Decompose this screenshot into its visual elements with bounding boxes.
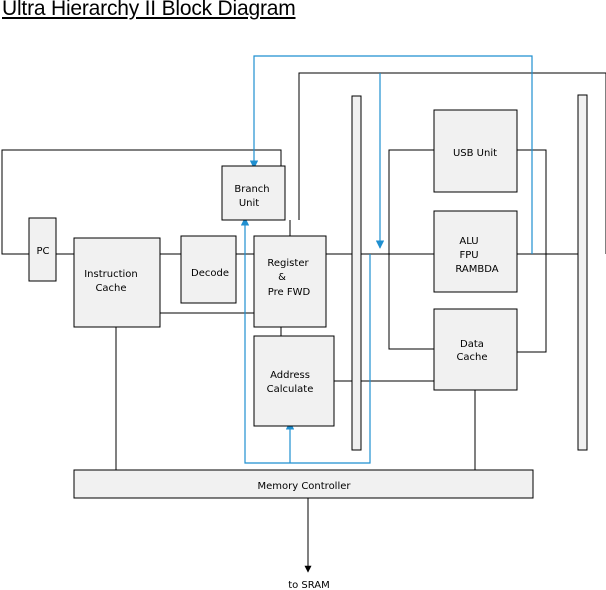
pc-block: PC [28,217,57,282]
usb-unit-block: USB Unit [433,109,518,193]
memory-controller-label: Memory Controller [257,481,351,492]
data-wires [1,72,606,573]
address-calculate-label-2: Calculate [267,384,314,395]
left-bus-bar [351,95,362,451]
alu-label: ALU [459,236,478,247]
decode-label: Decode [191,268,229,279]
data-cache-label-1: Data [460,339,484,350]
instruction-cache-block: Instruction Cache [73,237,161,328]
rambda-label: RAMBDA [455,264,498,275]
instruction-cache-label-2: Cache [95,283,126,294]
instruction-cache-label-1: Instruction [84,269,138,280]
branch-unit-block: Branch Unit [221,165,286,221]
address-calculate-label-1: Address [270,370,310,381]
memory-controller-block: Memory Controller [73,469,534,499]
fpu-label: FPU [459,250,478,261]
alu-fpu-block: ALU FPU RAMBDA [433,210,518,293]
address-calculate-block: Address Calculate [253,335,335,427]
data-cache-block: Data Cache [433,308,518,391]
usb-unit-label: USB Unit [453,148,497,159]
branch-unit-label-1: Branch [234,184,269,195]
register-block: Register & Pre FWD [253,235,327,328]
right-bus-bar [577,94,588,451]
register-label-1: Register [267,258,309,269]
register-label-3: Pre FWD [268,287,311,298]
diagram-title: Ultra Hierarchy II Block Diagram [2,0,296,20]
decode-block: Decode [180,235,237,304]
pc-label: PC [36,246,49,257]
data-cache-label-2: Cache [456,352,487,363]
feedback-paths [240,55,533,464]
branch-unit-label-2: Unit [239,198,259,209]
register-label-2: & [278,272,286,283]
to-sram-label: to SRAM [288,580,330,590]
